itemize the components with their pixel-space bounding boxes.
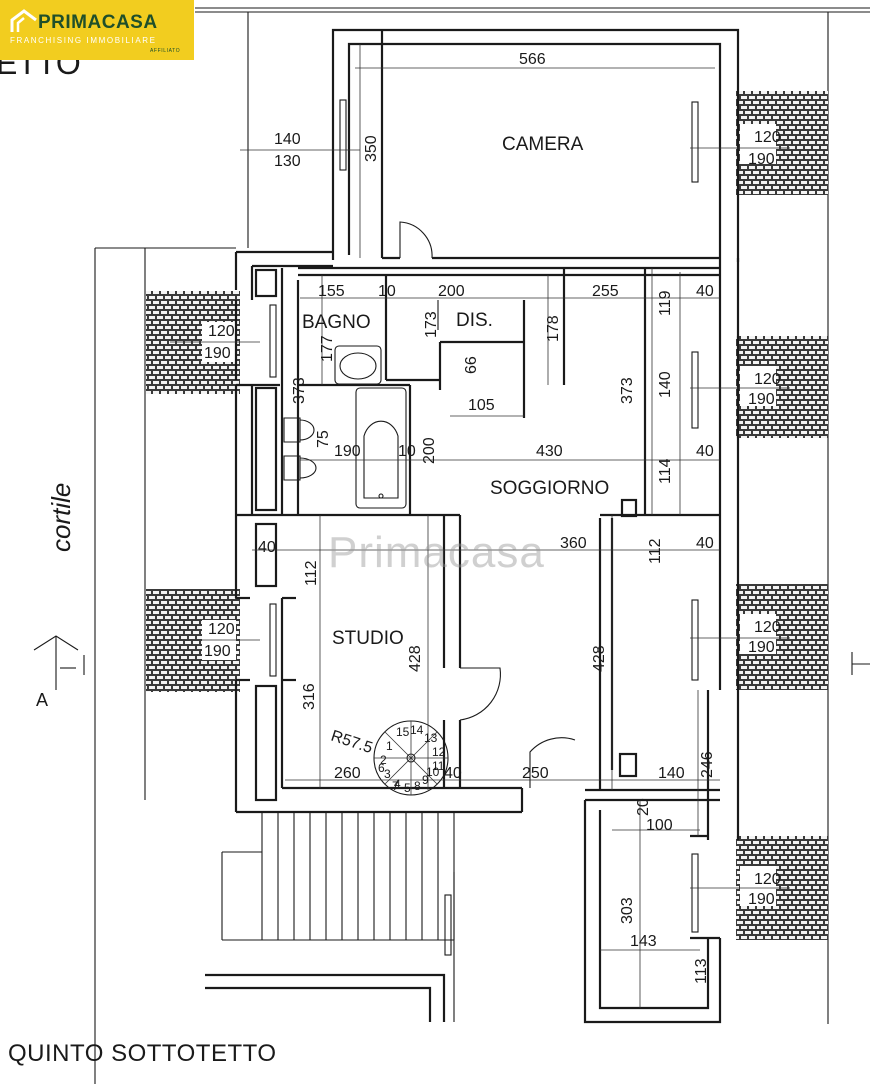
dim-skylight-h-6: 190 xyxy=(748,891,775,908)
dim-window-left-bottom: 130 xyxy=(274,153,301,170)
dim-pier-b: 40 xyxy=(696,443,714,460)
stair-step: 10 xyxy=(426,765,440,779)
house-roof-icon xyxy=(10,9,37,32)
dim-stair-radius: R57.5 xyxy=(329,728,375,757)
stair-step: 8 xyxy=(414,779,421,793)
dim-right-side: 246 xyxy=(699,751,716,778)
stair-step: 11 xyxy=(432,759,445,773)
dim-pier-d: 40 xyxy=(696,535,714,552)
dim-skylight-h-1: 190 xyxy=(748,151,775,168)
dim-soggiorno-height: 373 xyxy=(619,377,636,404)
logo-affiliate: AFFILIATO xyxy=(150,48,181,54)
room-label-dis: DIS. xyxy=(456,310,493,331)
watermark: Primacasa xyxy=(328,528,545,577)
dim-skylight-w-1: 120 xyxy=(754,129,781,146)
vertical-dimensions: 350 177 173 178 66 373 373 119 140 114 7… xyxy=(291,135,716,984)
dim-dis-width: 200 xyxy=(438,283,465,300)
dim-bath-depth: 75 xyxy=(315,430,332,448)
bathroom-fixtures xyxy=(283,345,407,509)
stair-step: 5 xyxy=(404,781,411,795)
dim-bath-width: 190 xyxy=(334,443,361,460)
stair-step: 3 xyxy=(384,767,391,781)
stair-step: 2 xyxy=(380,753,387,767)
dim-stair-gap: 40 xyxy=(444,765,462,782)
exterior-walls xyxy=(234,28,740,1024)
dim-balcony-width: 100 xyxy=(646,817,673,834)
dim-skylight-h-3: 190 xyxy=(748,391,775,408)
logo-subtitle: FRANCHISING IMMOBILIARE xyxy=(10,36,157,45)
dim-studio-bottom: 260 xyxy=(334,765,361,782)
dim-bagno-width: 155 xyxy=(318,283,345,300)
dim-bath-dim: 200 xyxy=(421,437,438,464)
dim-right-width: 360 xyxy=(560,535,587,552)
dim-pier-c: 40 xyxy=(258,539,276,556)
dim-skylight-w-3: 120 xyxy=(754,371,781,388)
dim-balcony-wall: 20 xyxy=(635,798,652,816)
skylights xyxy=(146,91,828,940)
dim-right-height: 428 xyxy=(591,645,608,672)
dim-skylight-w-5: 120 xyxy=(754,619,781,636)
room-label-camera: CAMERA xyxy=(502,134,584,155)
dim-pier-a: 40 xyxy=(696,283,714,300)
dim-small-wall-c: 114 xyxy=(657,458,674,484)
stair-step: 9 xyxy=(422,773,429,787)
logo-brand-name: PRIMACASA xyxy=(38,12,158,33)
dim-skylight-w-2: 120 xyxy=(208,323,235,340)
dim-skylight-h-2: 190 xyxy=(204,345,231,362)
dim-camera-width: 566 xyxy=(519,51,546,68)
windows xyxy=(269,99,699,956)
courtyard-label: cortile xyxy=(46,483,76,552)
brand-logo[interactable]: PRIMACASA FRANCHISING IMMOBILIARE AFFILI… xyxy=(0,0,194,60)
dim-shaft-h: 66 xyxy=(463,356,480,374)
floor-title: QUINTO SOTTOTETTO xyxy=(8,1040,277,1067)
dim-studio-top: 112 xyxy=(303,560,320,586)
section-marker xyxy=(33,635,870,690)
stair-step: 1 xyxy=(386,739,393,753)
stair-step: 7 xyxy=(392,779,399,793)
dim-bagno-height: 177 xyxy=(319,335,336,362)
dim-small-wall-a: 119 xyxy=(657,290,674,316)
stair-step: 13 xyxy=(424,731,438,745)
external-stairs xyxy=(205,812,455,1022)
room-label-bagno: BAGNO xyxy=(302,312,371,333)
doors xyxy=(399,221,576,788)
room-label-studio: STUDIO xyxy=(332,628,404,649)
dim-small-wall-b: 140 xyxy=(657,371,674,398)
dim-studio-height-left: 316 xyxy=(301,683,318,710)
dim-right-top: 112 xyxy=(647,538,664,564)
dim-soggiorno-top: 255 xyxy=(592,283,619,300)
stair-step: 14 xyxy=(410,723,424,737)
dim-shaft-w: 105 xyxy=(468,397,495,414)
dim-door-gap: 250 xyxy=(522,765,549,782)
dim-camera-height: 350 xyxy=(363,135,380,162)
dim-window-left-top: 140 xyxy=(274,131,301,148)
dim-dis-height: 173 xyxy=(423,311,440,338)
dim-dis-side: 178 xyxy=(545,315,562,342)
section-label: A xyxy=(36,690,48,710)
dim-right-bottom: 140 xyxy=(658,765,685,782)
dim-balcony-depth: 303 xyxy=(619,897,636,924)
dim-bath-wall: 10 xyxy=(398,443,416,460)
dim-balcony-len: 143 xyxy=(630,933,657,950)
dim-bagno-wall: 10 xyxy=(378,283,396,300)
stair-step: 6 xyxy=(378,761,385,775)
dim-skylight-w-4: 120 xyxy=(208,621,235,638)
dim-studio-height: 428 xyxy=(407,645,424,672)
dim-balcony-end: 113 xyxy=(693,958,710,984)
dimension-lines xyxy=(170,44,790,1008)
stair-step: 15 xyxy=(396,725,410,739)
stair-step: 12 xyxy=(432,745,446,759)
dim-soggiorno-width: 430 xyxy=(536,443,563,460)
stair-step-numbers: 15 14 13 12 11 1 2 3 4 5 6 7 8 9 10 xyxy=(378,723,446,795)
dim-skylight-h-4: 190 xyxy=(204,643,231,660)
dim-skylight-h-5: 190 xyxy=(748,639,775,656)
dim-bagno-total: 373 xyxy=(291,377,308,404)
room-label-soggiorno: SOGGIORNO xyxy=(490,478,609,499)
horizontal-dimensions: 566 140 130 120 190 120 190 120 190 120 … xyxy=(204,51,781,950)
dim-skylight-w-6: 120 xyxy=(754,871,781,888)
stair-step: 4 xyxy=(394,777,401,791)
